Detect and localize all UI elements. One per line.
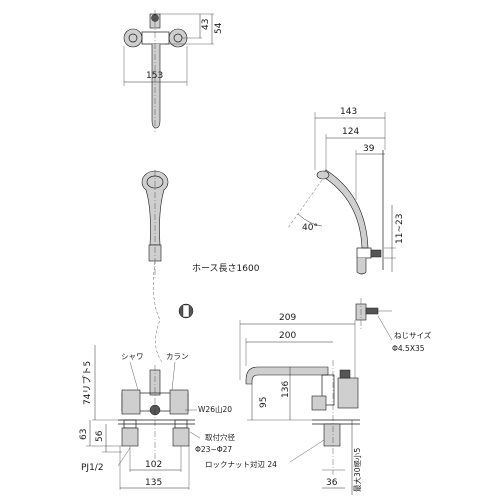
mount-hole-label: 取付穴径 <box>205 432 235 442</box>
screw-value: Φ4.5X35 <box>392 344 425 353</box>
top-left-handle <box>123 28 143 48</box>
hose-length: ホース長さ1600 <box>192 263 260 274</box>
dim-max30-min5: 最大30極小5 <box>352 447 362 492</box>
locknut-label: ロックナット対辺 24 <box>205 459 277 469</box>
side-shower-head <box>321 169 369 249</box>
dim-63: 63 <box>79 429 89 440</box>
label-faucet: カラン <box>166 352 189 361</box>
hand-shower: ホース長さ1600 <box>141 170 260 363</box>
top-spout <box>151 44 161 129</box>
front-shower-handle <box>121 389 141 415</box>
dim-124: 124 <box>342 127 359 137</box>
dim-102: 102 <box>145 460 162 470</box>
top-view: 43 54 153 <box>123 10 224 132</box>
side-view: 40° 143 124 39 11~23 <box>287 107 405 275</box>
mount-hole-value: Φ23~Φ27 <box>195 445 232 454</box>
label-pj: PJ1/2 <box>81 463 104 473</box>
dim-74: 74リプト5 <box>82 361 93 405</box>
label-w26: W26山20 <box>198 404 232 414</box>
right-spout <box>245 366 329 385</box>
dim-153: 153 <box>146 71 163 81</box>
screw-label: ねじサイズ <box>394 330 432 340</box>
dim-11-23: 11~23 <box>395 214 405 244</box>
dim-36: 36 <box>326 478 338 488</box>
dim-136: 136 <box>281 381 291 398</box>
front-view: シャワ カラン W26山20 取付穴径 Φ23~Φ27 74リプト5 63 56… <box>79 345 235 490</box>
dim-56: 56 <box>95 430 105 442</box>
dim-54: 54 <box>214 22 224 34</box>
dim-200: 200 <box>279 331 296 341</box>
dim-39: 39 <box>363 144 375 154</box>
dim-43: 43 <box>201 19 211 30</box>
dim-135: 135 <box>145 478 162 488</box>
label-shower: シャワ <box>121 352 144 361</box>
dim-143: 143 <box>340 107 357 117</box>
dim-95: 95 <box>259 397 269 408</box>
dim-209: 209 <box>279 313 296 323</box>
right-view: ねじサイズ Φ4.5X35 209 200 95 136 ロックナット対辺 24 <box>205 298 432 495</box>
dim-angle: 40° <box>302 223 318 233</box>
front-faucet-handle <box>169 389 189 415</box>
